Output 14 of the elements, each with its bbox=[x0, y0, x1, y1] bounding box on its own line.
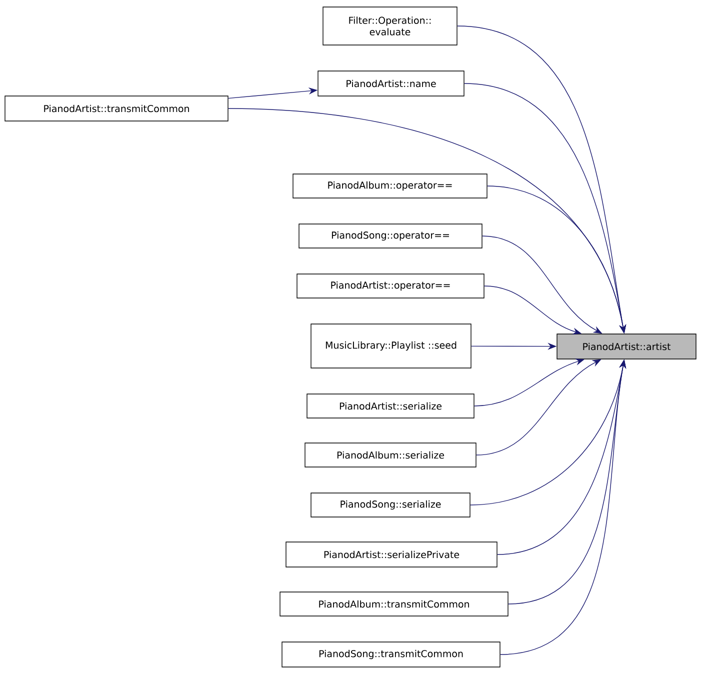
function-box: PianodArtist::serializePrivate bbox=[286, 542, 498, 568]
function-box: PianodSong::operator== bbox=[298, 224, 482, 248]
function-box: PianodAlbum::operator== bbox=[292, 174, 488, 198]
function-box: PianodArtist::transmitCommon bbox=[4, 96, 228, 122]
function-box: PianodArtist::name bbox=[318, 70, 464, 96]
function-box: PianodSong::serialize bbox=[310, 492, 470, 518]
function-box: PianodArtist::serialize bbox=[306, 394, 474, 418]
function-box: PianodSong::transmitCommon bbox=[282, 642, 500, 668]
function-box: PianodAlbum::serialize bbox=[304, 442, 476, 468]
function-box: Filter::Operation:: evaluate bbox=[322, 6, 458, 46]
function-box: MusicLibrary::Playlist ::seed bbox=[310, 324, 472, 368]
function-box: PianodAlbum::transmitCommon bbox=[280, 592, 508, 616]
function-box: PianodArtist::artist bbox=[556, 334, 696, 360]
function-box: PianodArtist::operator== bbox=[296, 274, 484, 298]
